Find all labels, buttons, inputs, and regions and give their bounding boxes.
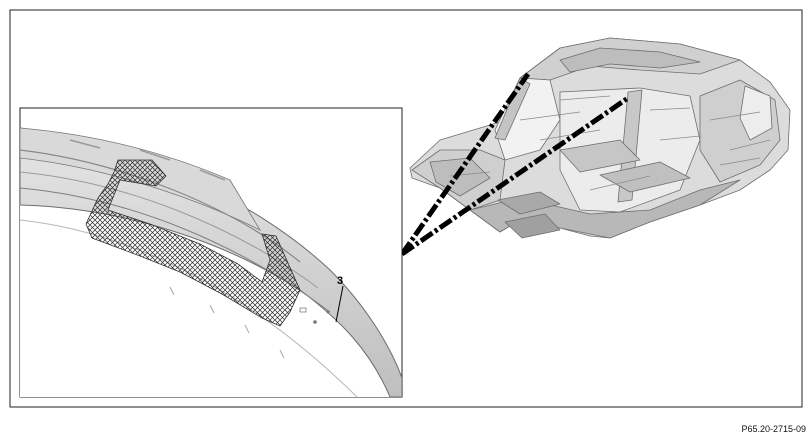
hatched-repair-area	[85, 159, 301, 327]
detail-inset-drawing	[20, 127, 402, 397]
callout-3-leader	[335, 285, 344, 323]
callout-number-3: 3	[337, 275, 343, 287]
callout-leader-lines	[399, 72, 630, 257]
figure-reference-code: P65.20-2715-09	[741, 424, 806, 434]
